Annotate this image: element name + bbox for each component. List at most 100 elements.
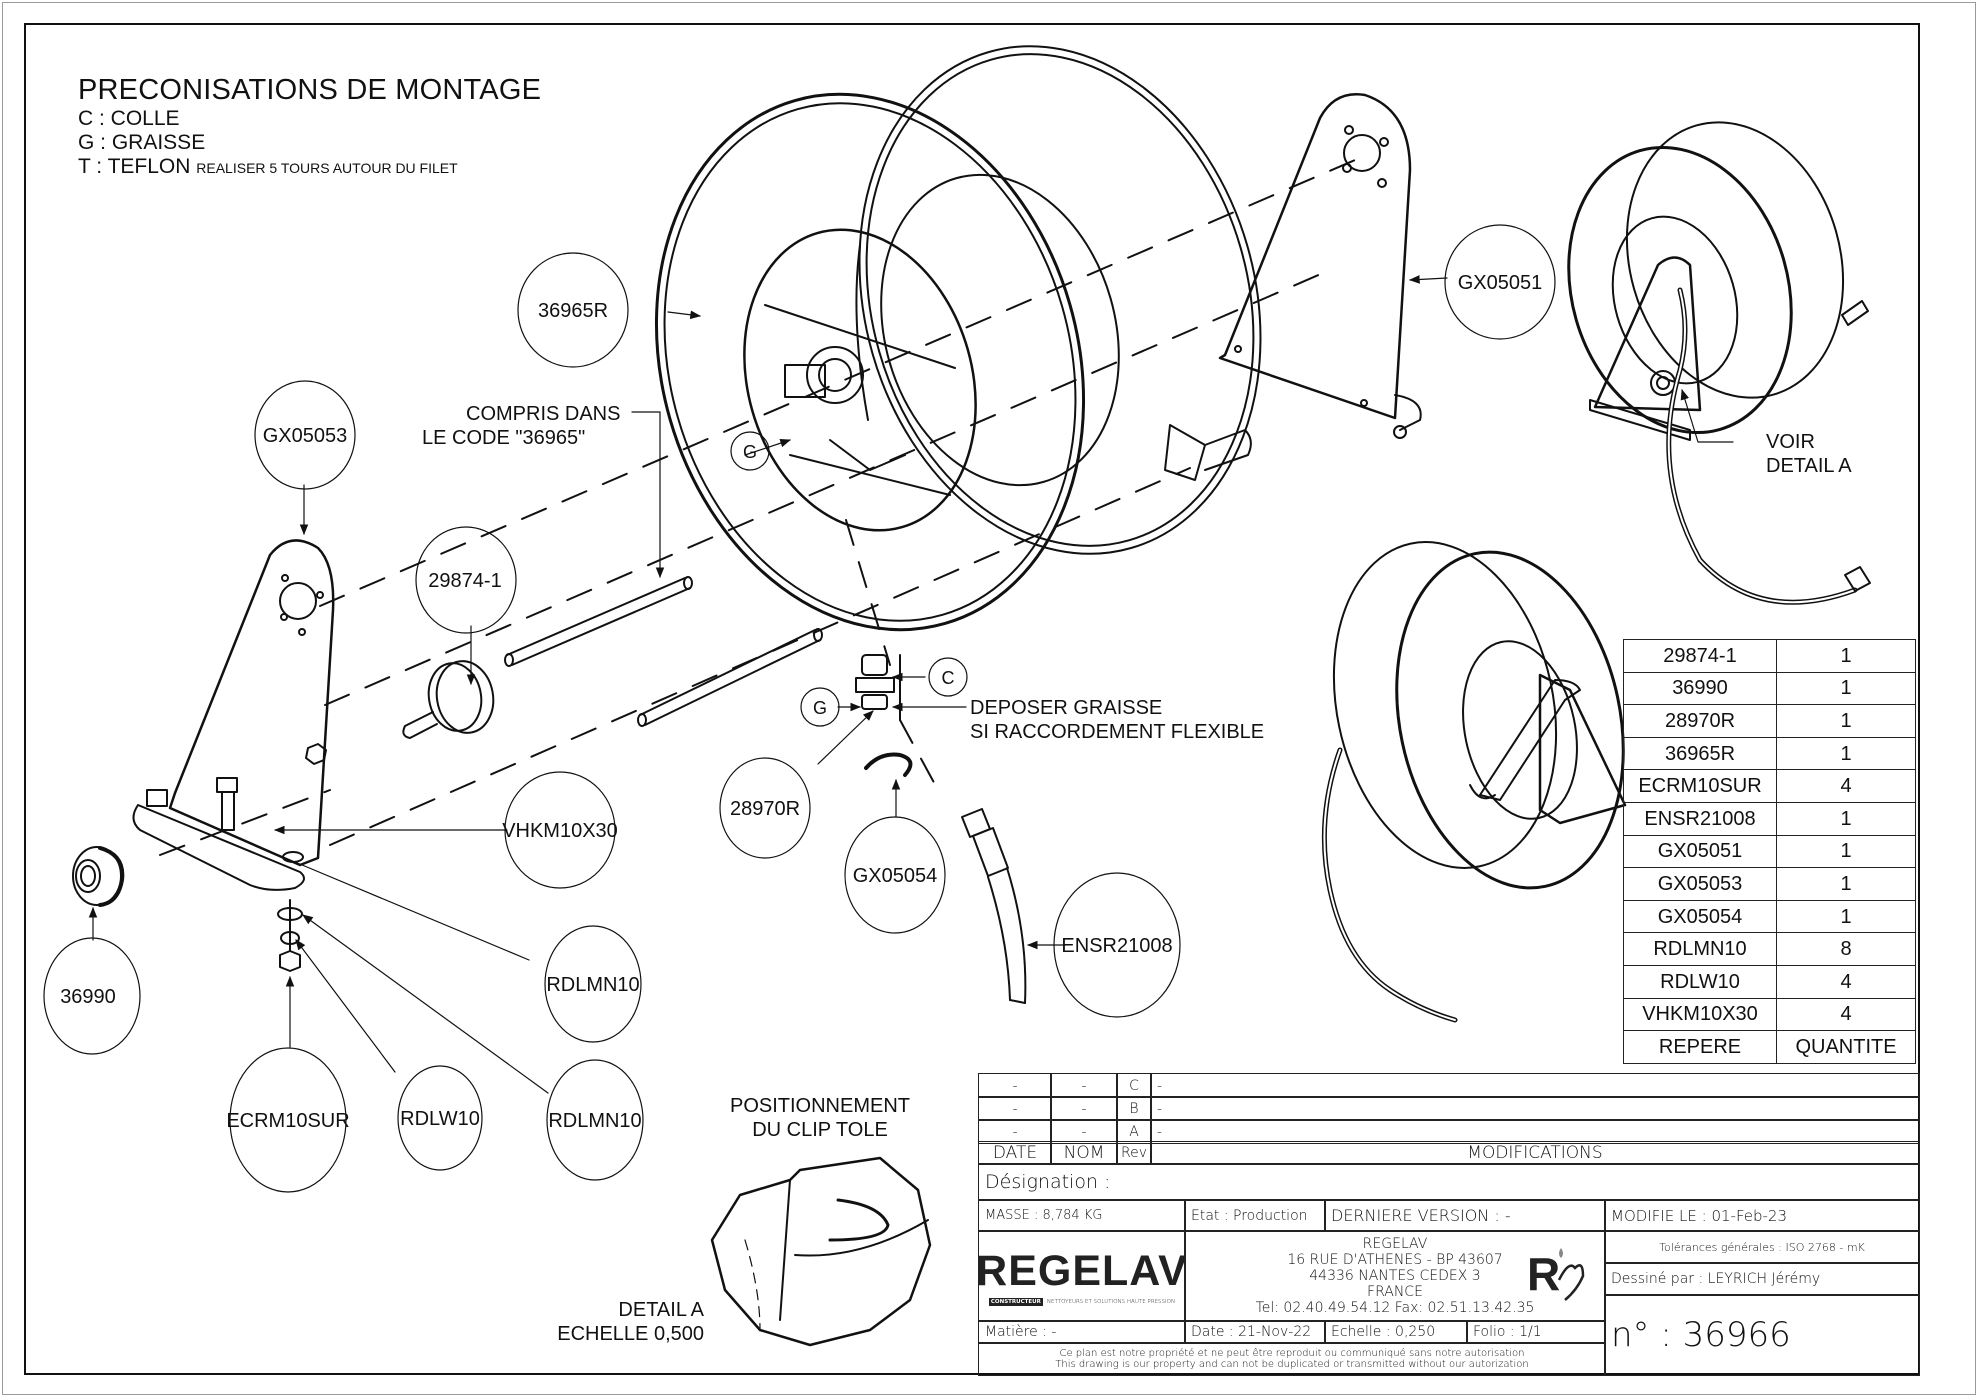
annotation-compris-line1: COMPRIS DANS xyxy=(466,403,621,425)
callout-bubble-VHKM10X30 xyxy=(504,771,616,889)
rev-modification: - xyxy=(1150,1096,1920,1121)
company-phone: Tel: 02.40.49.54.12 Fax: 02.51.13.42.35 xyxy=(1255,1300,1535,1316)
callout-RDLMN10-top: RDLMN10 xyxy=(546,974,639,996)
part-ref: ENSR21008 xyxy=(1623,801,1777,836)
callout-bubble-GX05053 xyxy=(254,380,356,490)
annotation-compris-line2: LE CODE "36965" xyxy=(422,427,586,449)
marker-grease-hub-label: G xyxy=(743,442,757,462)
callout-bubble-RDLMN10-bottom xyxy=(546,1059,644,1181)
part-qty: 1 xyxy=(1776,867,1916,901)
annotation-detail-line2: ECHELLE 0,500 xyxy=(557,1323,704,1345)
copyright-fr: Ce plan est notre propriété et ne peut ê… xyxy=(1059,1348,1525,1359)
hose-ENSR21008 xyxy=(961,808,1027,1004)
callout-bubble-RDLW10 xyxy=(397,1065,483,1171)
copyright-en: This drawing is our property and can not… xyxy=(1055,1359,1529,1370)
rev-letter: A xyxy=(1116,1119,1152,1144)
callout-28970R: 28970R xyxy=(730,798,800,820)
marker-grease-label: G xyxy=(813,698,827,718)
callout-bubble-36990 xyxy=(43,937,141,1055)
company-address1: 16 RUE D'ATHENES - BP 43607 xyxy=(1287,1252,1503,1268)
company-address2: 44336 NANTES CEDEX 3 xyxy=(1309,1268,1481,1284)
callout-GX05054: GX05054 xyxy=(853,865,938,887)
note-teflon-label: T : TEFLON xyxy=(78,155,191,178)
rev-header-nom: NOM xyxy=(1050,1141,1118,1165)
annotation-voir-line1: VOIR xyxy=(1766,431,1815,453)
callout-bubble-GX05054 xyxy=(844,816,946,934)
masse-field: MASSE : 8,784 KG xyxy=(978,1199,1186,1232)
assembled-view-rear xyxy=(1321,541,1627,1023)
rev-letter: C xyxy=(1116,1073,1152,1098)
annotation-positionnement: POSITIONNEMENT DU CLIP TOLE xyxy=(722,1094,918,1142)
part-ref: 28970R xyxy=(1623,704,1777,738)
part-qty: 1 xyxy=(1776,801,1916,836)
assembled-view-front xyxy=(1567,121,1871,605)
modifie-le-field: MODIFIE LE : 01-Feb-23 xyxy=(1604,1199,1920,1232)
part-ref: RDLMN10 xyxy=(1623,932,1777,966)
svg-text:R: R xyxy=(1527,1248,1560,1300)
annotation-detail-a: DETAIL A ECHELLE 0,500 xyxy=(538,1298,704,1346)
copyright-notice: Ce plan est notre propriété et ne peut ê… xyxy=(978,1342,1606,1376)
logo-text: REGELAV xyxy=(978,1246,1186,1295)
part-qty: 1 xyxy=(1776,671,1916,706)
note-grease: G : GRAISSE xyxy=(78,131,206,154)
callout-29874-1: 29874-1 xyxy=(428,570,501,592)
notes-title: PRECONISATIONS DE MONTAGE xyxy=(78,74,542,106)
annotation-voir-detail: VOIR DETAIL A xyxy=(1766,430,1852,478)
part-qty: 1 xyxy=(1776,639,1916,673)
part-qty: 1 xyxy=(1776,899,1916,934)
company-name: REGELAV xyxy=(1362,1236,1428,1252)
marker-bubble-glue xyxy=(928,657,968,697)
etat-field: Etat : Production xyxy=(1184,1199,1326,1232)
rev-nom: - xyxy=(1050,1073,1118,1098)
part-ref: 29874-1 xyxy=(1623,639,1777,673)
annotation-detail-line1: DETAIL A xyxy=(618,1299,704,1321)
marker-bubble-grease-hub xyxy=(730,431,770,471)
callout-ENSR21008: ENSR21008 xyxy=(1061,935,1172,957)
part-qty: 1 xyxy=(1776,704,1916,738)
callout-RDLMN10-bottom: RDLMN10 xyxy=(548,1110,641,1132)
annotation-positionnement-line2: DU CLIP TOLE xyxy=(752,1119,888,1141)
callout-ECRM10SUR: ECRM10SUR xyxy=(226,1110,349,1132)
rev-date: - xyxy=(978,1096,1052,1121)
header-quantite: QUANTITE xyxy=(1776,1030,1916,1064)
callout-GX05051: GX05051 xyxy=(1458,272,1543,294)
marker-bubble-grease-fitting xyxy=(800,687,840,727)
part-qty: 4 xyxy=(1776,964,1916,999)
bracket-GX05051 xyxy=(1218,93,1422,439)
assembly-notes: PRECONISATIONS DE MONTAGE C : COLLE G : … xyxy=(78,74,542,178)
date-field: Date : 21-Nov-22 xyxy=(1184,1320,1326,1344)
part-ref: RDLW10 xyxy=(1623,964,1777,999)
part-qty: 4 xyxy=(1776,769,1916,803)
logo-tagline: CONSTRUCTEUR NETTOYEURS ET SOLUTIONS HAU… xyxy=(988,1297,1176,1306)
part-qty: 4 xyxy=(1776,997,1916,1032)
callout-bubble-ENSR21008 xyxy=(1053,872,1181,1018)
reel-36965R xyxy=(654,45,1262,632)
note-teflon-detail: REALISER 5 TOURS AUTOUR DU FILET xyxy=(196,160,458,176)
part-ref: GX05051 xyxy=(1623,834,1777,869)
logo-tagline-text: NETTOYEURS ET SOLUTIONS HAUTE PRESSION xyxy=(1046,1298,1176,1305)
dessine-par-field: Dessiné par : LEYRICH Jérémy xyxy=(1604,1262,1920,1296)
callout-bubble-29874-1 xyxy=(415,526,517,634)
regelav-rhino-logo-icon: R xyxy=(1527,1248,1585,1301)
rev-modification: - xyxy=(1150,1119,1920,1144)
part-ref: GX05053 xyxy=(1623,867,1777,901)
annotation-deposer-graisse: DEPOSER GRAISSE SI RACCORDEMENT FLEXIBLE xyxy=(970,696,1264,744)
note-glue: C : COLLE xyxy=(78,107,180,130)
callout-RDLW10: RDLW10 xyxy=(400,1108,480,1130)
callout-bubble-RDLMN10-top xyxy=(544,925,642,1043)
callout-bubble-28970R xyxy=(719,757,811,859)
designation-field: Désignation : xyxy=(978,1163,1920,1201)
callout-VHKM10X30: VHKM10X30 xyxy=(502,820,618,842)
matiere-field: Matière : - xyxy=(978,1320,1186,1344)
part-ref: GX05054 xyxy=(1623,899,1777,934)
